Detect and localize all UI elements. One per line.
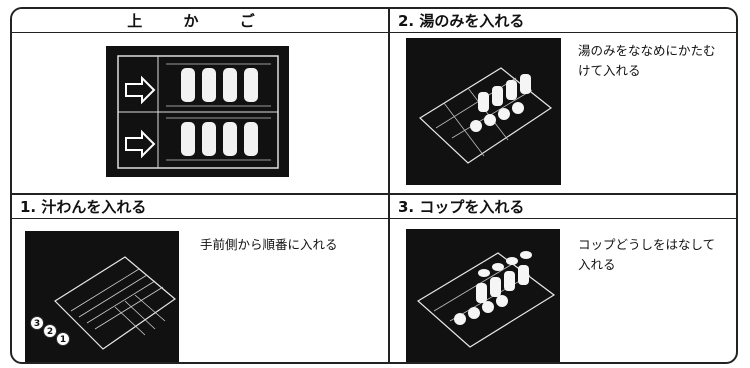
panel-title: 上 か ご — [12, 9, 388, 33]
step-2-photo — [406, 38, 561, 185]
description-line: コップどうしをはなして — [578, 237, 716, 252]
panel-top-basket: 上 か ご — [12, 9, 388, 193]
vertical-divider — [388, 9, 390, 362]
marker-label: 3 — [34, 319, 40, 329]
horizontal-divider — [12, 193, 736, 195]
marker-1 — [56, 332, 70, 346]
step-1-photo: 3 2 1 — [25, 231, 179, 362]
description-line: けて入れる — [578, 63, 641, 78]
step-2-description: 湯のみをななめにかたむ けて入れる — [578, 41, 716, 81]
description-line: 入れる — [578, 257, 616, 272]
panel-step-3: 3. コップを入れる コップどうしをはなして 入れる — [390, 195, 736, 362]
panel-title: 3. コップを入れる — [390, 195, 736, 219]
instruction-table: 上 か ご — [10, 7, 738, 364]
marker-3 — [30, 316, 44, 330]
panel-title: 1. 汁わんを入れる — [12, 195, 388, 219]
step-3-description: コップどうしをはなして 入れる — [578, 235, 715, 275]
description-line: 湯のみをななめにかたむ — [578, 43, 716, 58]
panel-step-1: 1. 汁わんを入れる 3 2 1 — [12, 195, 388, 362]
marker-2 — [43, 324, 57, 338]
marker-label: 2 — [47, 327, 53, 337]
step-3-photo — [406, 229, 560, 362]
panel-title: 2. 湯のみを入れる — [390, 9, 736, 33]
step-1-description: 手前側から順番に入れる — [200, 237, 338, 252]
top-basket-photo — [106, 46, 289, 177]
panel-step-2: 2. 湯のみを入れる 湯のみをななめにかたむ けて入れる — [390, 9, 736, 193]
marker-label: 1 — [60, 335, 66, 345]
